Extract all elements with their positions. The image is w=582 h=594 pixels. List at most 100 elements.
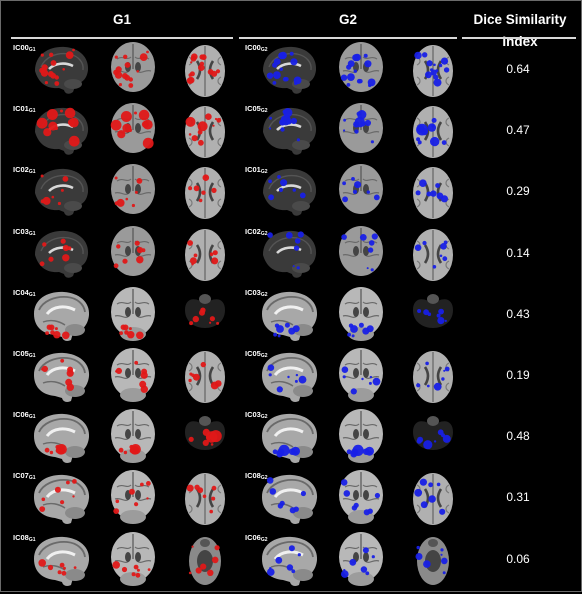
- g1-sagittal-view: [29, 223, 93, 288]
- g1-axial-view: [173, 406, 237, 471]
- g2-axial-view: [401, 345, 465, 410]
- g2-axial-brain-image: [413, 45, 453, 97]
- g1-sagittal-view: [29, 100, 93, 165]
- g2-component-id: IC03: [245, 410, 261, 420]
- g2-axial-view: [401, 406, 465, 471]
- g1-component-label: IC08G1: [13, 533, 36, 544]
- g2-axial-brain-image: [413, 167, 453, 220]
- g2-axial-view: [401, 467, 465, 532]
- g2-axial-brain-image: [413, 473, 453, 526]
- dice-value: 0.43: [506, 306, 530, 321]
- g1-component-subscript: G1: [28, 414, 36, 421]
- g2-component-subscript: G2: [260, 475, 268, 482]
- component-row: IC01G1 IC05G2 0.47: [1, 100, 581, 164]
- g1-sagittal-view: [29, 345, 93, 410]
- g1-component-subscript: G1: [28, 291, 36, 298]
- g1-coronal-view: [101, 39, 165, 104]
- g1-component-id: IC04: [13, 287, 29, 297]
- g1-axial-brain-image: [185, 228, 225, 281]
- g1-sagittal-brain-image: [34, 536, 90, 586]
- g1-sagittal-view: [29, 529, 93, 594]
- g2-coronal-view: [329, 467, 393, 532]
- g1-axial-view: [173, 39, 237, 104]
- g1-coronal-view: [101, 467, 165, 532]
- g2-axial-brain-image: [413, 228, 453, 281]
- g2-component-id: IC08: [245, 471, 261, 481]
- g1-coronal-brain-image: [111, 286, 155, 341]
- g2-sagittal-view: [257, 39, 321, 104]
- g2-component-label: IC03G2: [245, 288, 268, 299]
- g1-axial-brain-image: [185, 106, 225, 159]
- g1-sagittal-view: [29, 284, 93, 349]
- g2-sagittal-brain-image: [263, 46, 317, 94]
- g2-sagittal-view: [257, 406, 321, 471]
- g2-sagittal-brain-image: [262, 414, 318, 464]
- g2-component-label: IC05G2: [245, 104, 268, 115]
- g1-coronal-brain-image: [111, 470, 155, 525]
- g1-sagittal-brain-image: [34, 414, 90, 464]
- g2-axial-brain-image: [413, 351, 453, 403]
- g1-component-subscript: G1: [28, 169, 36, 176]
- g1-component-label: IC04G1: [13, 288, 36, 299]
- g2-component-id: IC01: [245, 165, 261, 175]
- g2-component-id: IC02: [245, 226, 261, 236]
- g1-axial-view: [173, 345, 237, 410]
- dice-value: 0.31: [506, 490, 530, 505]
- g2-sagittal-view: [257, 100, 321, 165]
- g1-sagittal-view: [29, 467, 93, 532]
- g1-component-id: IC05: [13, 349, 29, 358]
- g2-component-label: IC01G2: [245, 165, 268, 176]
- header-g1: G1: [112, 12, 131, 27]
- g2-coronal-brain-image: [339, 103, 383, 154]
- g1-component-subscript: G1: [28, 47, 36, 53]
- g1-component-subscript: G1: [28, 230, 36, 237]
- g2-sagittal-brain-image: [263, 169, 317, 217]
- g1-axial-brain-image: [185, 351, 225, 403]
- g1-component-subscript: G1: [28, 108, 36, 115]
- g1-axial-brain-image: [185, 416, 225, 451]
- g2-axial-view: [401, 100, 465, 165]
- g2-component-subscript: G2: [260, 169, 268, 176]
- g1-sagittal-brain-image: [35, 46, 89, 94]
- g1-coronal-view: [101, 100, 165, 165]
- g2-axial-view: [401, 161, 465, 226]
- header-g2: G2: [338, 12, 357, 27]
- g2-coronal-brain-image: [339, 42, 383, 92]
- g2-axial-view: [401, 529, 465, 594]
- g1-axial-brain-image: [185, 473, 225, 526]
- g2-component-label: IC08G2: [245, 471, 268, 482]
- g1-coronal-view: [101, 406, 165, 471]
- g2-sagittal-brain-image: [262, 536, 318, 586]
- g1-sagittal-brain-image: [34, 352, 90, 402]
- dice-value: 0.47: [506, 123, 530, 138]
- g2-axial-brain-image: [415, 536, 449, 585]
- g1-coronal-view: [101, 345, 165, 410]
- g1-coronal-view: [101, 284, 165, 349]
- g1-component-label: IC02G1: [13, 165, 36, 176]
- g2-sagittal-view: [257, 345, 321, 410]
- g1-axial-view: [173, 100, 237, 165]
- g2-sagittal-brain-image: [262, 291, 318, 341]
- g2-axial-brain-image: [413, 416, 453, 451]
- g1-axial-brain-image: [185, 293, 225, 328]
- g2-coronal-brain-image: [339, 286, 383, 341]
- g2-coronal-view: [329, 100, 393, 165]
- g2-axial-view: [401, 284, 465, 349]
- g2-sagittal-brain-image: [263, 230, 317, 278]
- g1-sagittal-brain-image: [35, 169, 89, 217]
- g2-component-label: IC02G2: [245, 227, 268, 238]
- g2-coronal-brain-image: [339, 225, 383, 276]
- g2-coronal-view: [329, 345, 393, 410]
- g2-component-id: IC03: [245, 287, 261, 297]
- g2-component-label: IC00G2: [245, 43, 268, 54]
- g2-sagittal-view: [257, 284, 321, 349]
- g2-component-id: IC05: [245, 349, 261, 358]
- g1-component-label: IC03G1: [13, 227, 36, 238]
- g1-coronal-brain-image: [111, 531, 155, 586]
- g1-component-subscript: G1: [28, 475, 36, 482]
- g1-component-id: IC01: [13, 104, 29, 114]
- g2-coronal-view: [329, 284, 393, 349]
